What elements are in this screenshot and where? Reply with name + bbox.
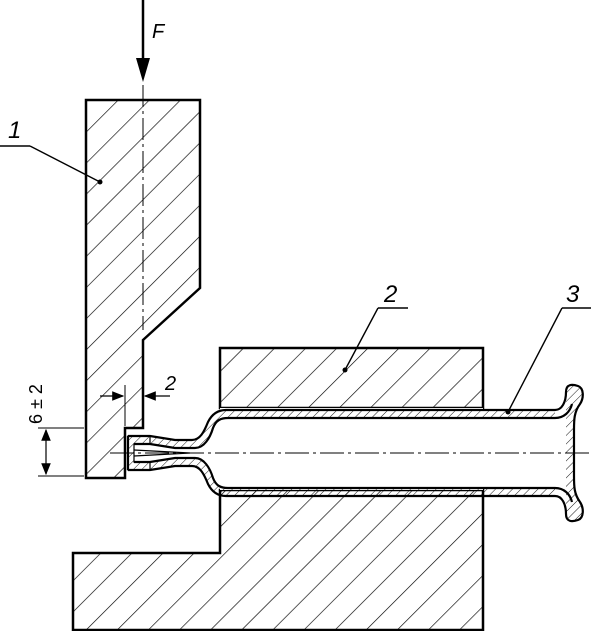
tube-label: 3 <box>566 281 580 308</box>
die-lower <box>71 488 485 631</box>
force-arrow <box>136 0 150 82</box>
force-label: F <box>152 21 166 43</box>
gap-dimension <box>100 385 170 426</box>
leader-tube <box>505 307 591 415</box>
leader-punch <box>0 145 103 185</box>
leader-die <box>342 307 408 373</box>
tube <box>126 383 584 523</box>
height-dimension <box>38 427 84 477</box>
die-bore <box>220 408 483 490</box>
punch-label: 1 <box>8 117 21 144</box>
die-label: 2 <box>383 281 397 308</box>
gap-label: 2 <box>164 373 176 395</box>
height-label: 6 ± 2 <box>26 384 46 424</box>
